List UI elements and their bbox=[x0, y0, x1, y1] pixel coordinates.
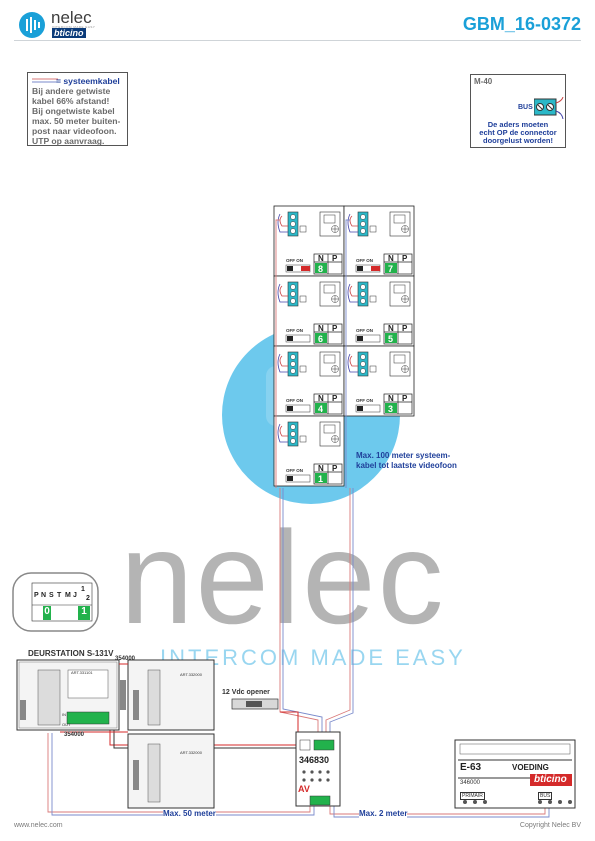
nelec-logo: nelec INTERCOM MADE EASY bticino bbox=[18, 8, 138, 39]
legend-note-line: kabel 66% afstand! bbox=[32, 96, 110, 106]
power-supply bbox=[454, 739, 576, 809]
distance-note-line: Max. 100 meter systeem- bbox=[356, 451, 451, 460]
videophone-p-label: P bbox=[332, 324, 338, 333]
dip-switch-panel bbox=[12, 572, 99, 632]
videophone-p-label: P bbox=[402, 324, 408, 333]
psu-primair: PRIMAIR bbox=[460, 792, 485, 800]
watermark-brand: nelec bbox=[120, 504, 446, 651]
videophone-n-label: N bbox=[388, 254, 394, 263]
videophone-number: 8 bbox=[318, 264, 324, 274]
m40-note-line: De aders moeten bbox=[487, 120, 549, 129]
videophone-p-label: P bbox=[332, 254, 338, 263]
videophone-grid bbox=[273, 205, 415, 487]
footer-copyright: Copyright Nelec BV bbox=[519, 822, 581, 829]
system-cable-symbol bbox=[32, 78, 58, 83]
videophone-number: 3 bbox=[388, 404, 394, 414]
videophone-number: 5 bbox=[388, 334, 394, 344]
distributor-av: AV bbox=[298, 784, 310, 794]
out-label: OUT bbox=[62, 722, 71, 727]
nelec-logo-icon bbox=[19, 12, 45, 38]
psu-brand: bticino bbox=[534, 774, 567, 785]
m40-title: M-40 bbox=[474, 77, 493, 86]
videophone-p-label: P bbox=[332, 464, 338, 473]
videophone-off-on: OFF ON bbox=[356, 328, 373, 333]
videophone-p-label: P bbox=[402, 394, 408, 403]
m40-note: M-40 BUS De aders moeten echt OP de conn… bbox=[470, 74, 566, 148]
system-cable-riser bbox=[275, 219, 354, 738]
legend-note-line: Bij ongetwiste kabel bbox=[32, 106, 115, 116]
art-ext1-label: ART.332000 bbox=[180, 672, 202, 677]
legend-note-title: = systeemkabel bbox=[56, 76, 120, 86]
videophone-off-on: OFF ON bbox=[356, 258, 373, 263]
psu-name: VOEDING bbox=[512, 763, 549, 772]
videophone-number: 6 bbox=[318, 334, 324, 344]
dip-switch-label: T bbox=[57, 592, 62, 599]
distributor-346830 bbox=[295, 731, 341, 807]
m40-note-line: echt OP de connector bbox=[479, 128, 557, 137]
distance-note-line: kabel tot laatste videofoon bbox=[356, 461, 457, 470]
psu-art: 346000 bbox=[460, 780, 481, 786]
in-label: IN bbox=[62, 712, 66, 717]
m40-connector-icon bbox=[534, 97, 564, 119]
door-station bbox=[16, 659, 215, 809]
m40-note-line: doorgelust worden! bbox=[483, 136, 553, 145]
dip-switch-label: N bbox=[41, 592, 47, 599]
dip-value-left: 0 bbox=[44, 606, 50, 617]
cable-label-left: Max. 50 meter bbox=[163, 809, 216, 818]
videophone-off-on: OFF ON bbox=[286, 468, 303, 473]
m40-bus-label: BUS bbox=[518, 104, 533, 111]
videophone-n-label: N bbox=[318, 464, 324, 473]
legend-note-title-row: = systeemkabel bbox=[32, 76, 123, 86]
dip-switch-label: 1 bbox=[81, 586, 85, 593]
videophone-number: 4 bbox=[318, 404, 324, 414]
cable-label-right: Max. 2 meter bbox=[359, 809, 408, 818]
header-divider bbox=[14, 40, 581, 41]
legend-note-line: UTP op aanvraag. bbox=[32, 136, 105, 146]
videophone-off-on: OFF ON bbox=[286, 398, 303, 403]
dip-value-right: 1 bbox=[81, 606, 87, 617]
dip-switch-label: P bbox=[34, 592, 39, 599]
dip-switch-label: 2 bbox=[86, 595, 90, 602]
footer-website: www.nelec.com bbox=[14, 822, 63, 829]
psu-code: E-63 bbox=[460, 762, 482, 773]
logo-tagline: INTERCOM MADE EASY bbox=[52, 25, 96, 29]
doc-code: GBM_16-0372 bbox=[462, 14, 581, 34]
conn-top-label: 354000 bbox=[115, 656, 136, 662]
videophone-p-label: P bbox=[332, 394, 338, 403]
videophone-off-on: OFF ON bbox=[286, 328, 303, 333]
videophone-p-label: P bbox=[402, 254, 408, 263]
psu-bus: BUS bbox=[538, 792, 553, 800]
art-ext2-label: ART.332000 bbox=[180, 750, 202, 755]
videophone-number: 7 bbox=[388, 264, 394, 274]
videophone-n-label: N bbox=[318, 324, 324, 333]
door-station-title: DEURSTATION S-131V bbox=[28, 649, 114, 658]
legend-note-line: Bij andere getwiste bbox=[32, 86, 111, 96]
videophone-n-label: N bbox=[318, 254, 324, 263]
door-lock bbox=[231, 698, 279, 710]
videophone-number: 1 bbox=[318, 474, 324, 484]
dip-switch-label: M bbox=[65, 592, 71, 599]
videophone-n-label: N bbox=[388, 394, 394, 403]
legend-note-line: max. 50 meter buiten- bbox=[32, 116, 121, 126]
legend-note: = systeemkabel Bij andere getwiste kabel… bbox=[27, 72, 128, 146]
distributor-code: 346830 bbox=[299, 755, 330, 765]
videophone-off-on: OFF ON bbox=[356, 398, 373, 403]
lock-label: 12 Vdc opener bbox=[222, 689, 270, 696]
dip-switch-label: J bbox=[73, 592, 77, 599]
videophone-off-on: OFF ON bbox=[286, 258, 303, 263]
logo-sub-brand: bticino bbox=[52, 28, 86, 38]
conn-bottom-label: 354000 bbox=[64, 732, 85, 738]
videophone-n-label: N bbox=[388, 324, 394, 333]
dip-switch-label: S bbox=[49, 592, 54, 599]
legend-note-line: post naar videofoon. bbox=[32, 126, 117, 136]
art-main-label: ART.331101 bbox=[71, 670, 93, 675]
videophone-n-label: N bbox=[318, 394, 324, 403]
logo-brand: nelec bbox=[51, 8, 92, 27]
